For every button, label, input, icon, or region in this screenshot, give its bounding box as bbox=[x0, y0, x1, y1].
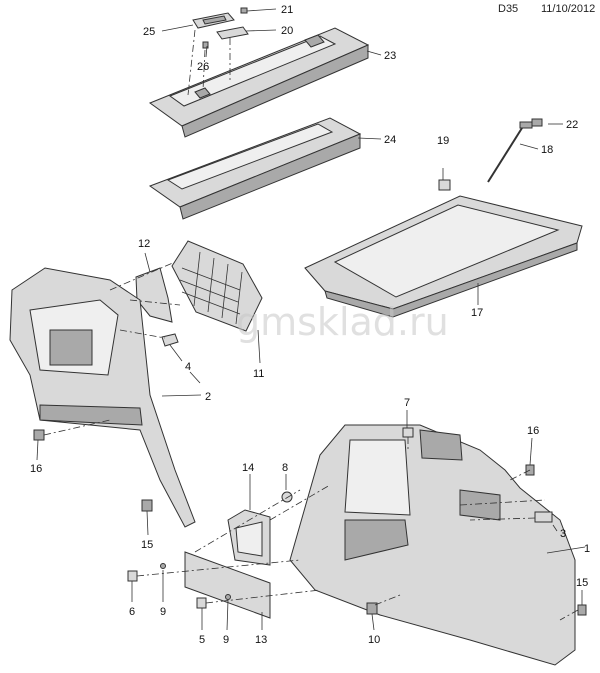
callout-9-b: 9 bbox=[223, 634, 229, 646]
callout-15-left: 15 bbox=[141, 539, 153, 551]
part-11-grille bbox=[171, 240, 263, 332]
callout-14: 14 bbox=[242, 462, 254, 474]
part-24-sill-plate bbox=[148, 117, 362, 220]
part-23-sill-plate bbox=[148, 27, 370, 138]
part-19-clip bbox=[438, 179, 451, 191]
part-15-clip-left bbox=[141, 499, 153, 512]
part-20-clip bbox=[216, 26, 249, 40]
part-21-screw bbox=[240, 7, 248, 14]
callout-16-right: 16 bbox=[527, 425, 539, 437]
part-15-clip-right bbox=[577, 604, 587, 616]
callout-10: 10 bbox=[368, 634, 380, 646]
part-22-clip bbox=[531, 118, 543, 127]
leader-lines bbox=[36, 8, 586, 631]
diagram-code: D35 bbox=[498, 3, 519, 15]
callout-4: 4 bbox=[185, 361, 191, 373]
watermark: gmsklad.ru bbox=[236, 300, 449, 344]
callout-24: 24 bbox=[384, 134, 396, 146]
callout-labels: 1 2 3 4 5 6 7 8 9 9 10 11 12 13 14 15 15… bbox=[30, 4, 590, 646]
callout-7: 7 bbox=[404, 397, 410, 409]
callout-12: 12 bbox=[138, 238, 150, 250]
part-6-clip bbox=[127, 570, 138, 582]
callout-21: 21 bbox=[281, 4, 293, 16]
part-1-right-trim bbox=[289, 424, 576, 666]
callout-23: 23 bbox=[384, 50, 396, 62]
callout-15-right: 15 bbox=[576, 577, 588, 589]
assembly-lines bbox=[43, 29, 579, 621]
part-14-bin bbox=[227, 509, 271, 566]
callout-3: 3 bbox=[560, 528, 566, 540]
part-26-screw bbox=[202, 41, 209, 49]
part-25-cover bbox=[192, 12, 235, 29]
callout-17: 17 bbox=[471, 307, 483, 319]
callout-1: 1 bbox=[584, 543, 590, 555]
callout-19: 19 bbox=[437, 135, 449, 147]
part-8-cap bbox=[281, 491, 293, 503]
callout-9-a: 9 bbox=[160, 606, 166, 618]
part-16-clip-left bbox=[33, 429, 45, 441]
callout-8: 8 bbox=[282, 462, 288, 474]
callout-6: 6 bbox=[129, 606, 135, 618]
callout-20: 20 bbox=[281, 25, 293, 37]
diagram-date: 11/10/2012 bbox=[541, 3, 596, 15]
part-13-cover-panel bbox=[184, 551, 271, 619]
part-3-clip bbox=[534, 511, 553, 523]
part-7-clip bbox=[402, 427, 414, 438]
callout-16-left: 16 bbox=[30, 463, 42, 475]
callout-13: 13 bbox=[255, 634, 267, 646]
part-9-screw-b bbox=[225, 594, 231, 600]
callout-11: 11 bbox=[253, 368, 264, 380]
part-4-clip bbox=[161, 333, 179, 347]
callout-18: 18 bbox=[541, 144, 553, 156]
callout-26: 26 bbox=[197, 61, 209, 73]
callout-5: 5 bbox=[199, 634, 205, 646]
part-5-clip bbox=[196, 597, 207, 609]
callout-2: 2 bbox=[205, 391, 211, 403]
callout-25: 25 bbox=[143, 26, 155, 38]
part-18-rod bbox=[487, 121, 533, 183]
part-17-floor-panel bbox=[304, 195, 583, 318]
callout-22: 22 bbox=[566, 119, 578, 131]
part-9-screw-a bbox=[160, 563, 166, 569]
part-2-left-trim bbox=[9, 267, 196, 528]
